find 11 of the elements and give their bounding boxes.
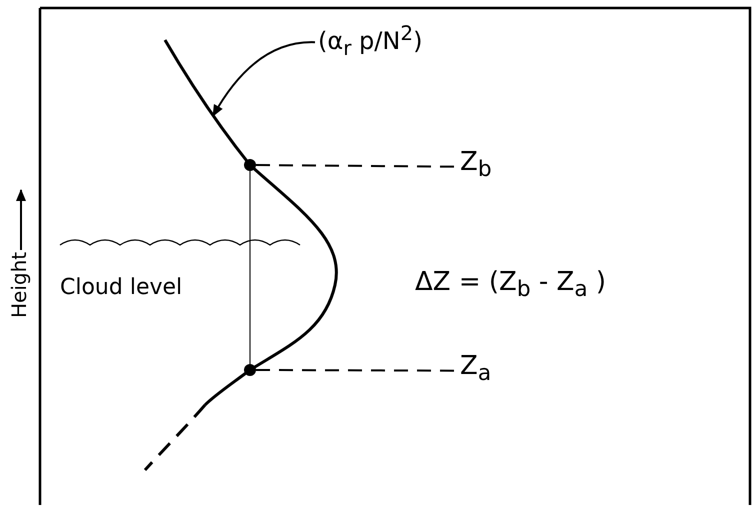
point-marker [244, 159, 256, 171]
formula-label: (α$_{r}$ p/N$^{2}$) [318, 22, 422, 59]
dashed-line [256, 368, 457, 372]
formula-label: ΔZ = (Z$_{b}$ - Z$_{a}$ ) [415, 268, 606, 302]
point-marker [244, 364, 256, 376]
leader-line [212, 41, 316, 117]
dashed-line [256, 164, 457, 168]
axis-label: Height [8, 252, 30, 318]
level-label: Z$_{a}$ [460, 352, 492, 386]
cloud-label: Cloud level [60, 276, 182, 300]
level-label: Z$_{b}$ [460, 148, 492, 182]
